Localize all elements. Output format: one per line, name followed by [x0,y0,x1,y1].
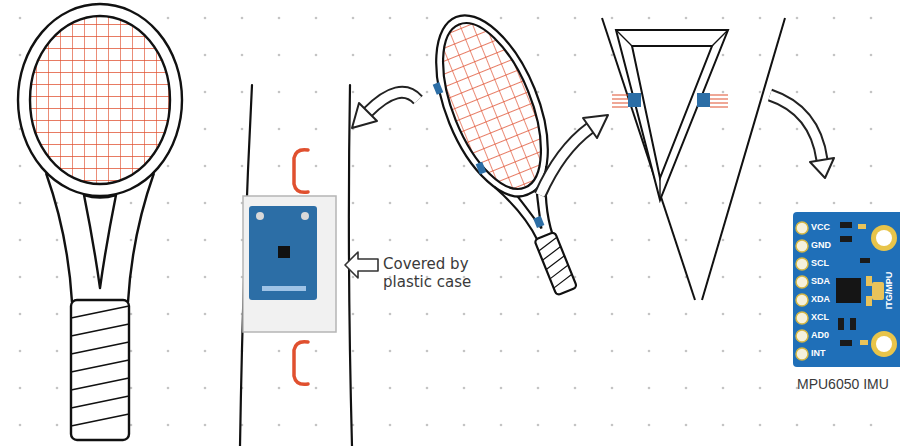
pin-label: SDA [811,276,830,287]
imu-board [793,212,900,367]
pin-label: INT [811,348,826,359]
chip-marking: ITG/MPU [885,271,896,309]
pin-label: VCC [811,222,830,233]
frame-zoom [240,85,378,446]
racket-large [18,4,182,440]
pin-label: XDA [811,294,830,305]
pin-label: AD0 [811,330,829,341]
curved-arrow [540,115,608,195]
curved-arrow [770,95,834,178]
curved-arrow [352,92,418,128]
throat-zoom [602,18,785,300]
pin-label: SCL [811,258,829,269]
pin-label: XCL [811,312,829,323]
part-label: MPU6050 IMU [797,376,889,393]
pin-label: GND [811,240,831,251]
callout-note: Covered by plastic case [383,255,493,291]
